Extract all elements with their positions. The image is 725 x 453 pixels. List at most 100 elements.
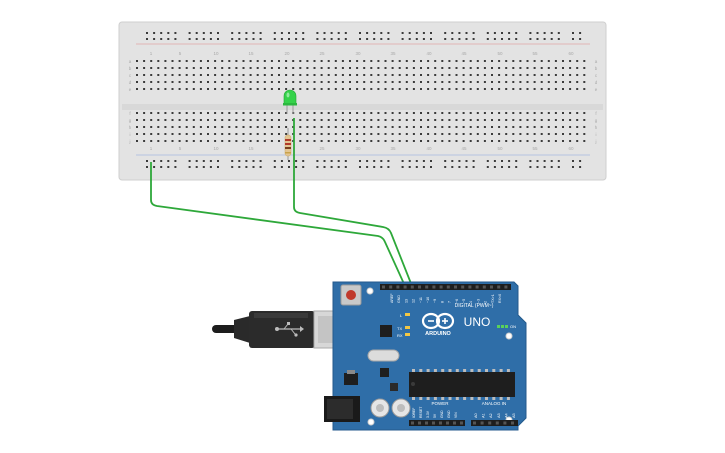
breadboard-hole[interactable] <box>306 133 309 135</box>
breadboard-hole[interactable] <box>427 74 430 76</box>
breadboard-hole[interactable] <box>256 60 259 62</box>
header-pin[interactable] <box>454 285 457 289</box>
breadboard-hole[interactable] <box>583 88 586 90</box>
breadboard-hole[interactable] <box>498 119 501 121</box>
breadboard-hole[interactable] <box>363 88 366 90</box>
breadboard-hole[interactable] <box>136 133 138 135</box>
rail-hole[interactable] <box>174 32 177 34</box>
breadboard-hole[interactable] <box>370 126 373 128</box>
breadboard-hole[interactable] <box>313 88 316 90</box>
breadboard-hole[interactable] <box>150 133 153 135</box>
breadboard-hole[interactable] <box>320 88 323 90</box>
breadboard-hole[interactable] <box>420 81 422 83</box>
breadboard-hole[interactable] <box>270 88 273 90</box>
rail-hole[interactable] <box>323 160 326 162</box>
rail-hole[interactable] <box>288 32 290 34</box>
breadboard-hole[interactable] <box>143 140 146 142</box>
breadboard-hole[interactable] <box>420 67 422 69</box>
breadboard-hole[interactable] <box>157 88 160 90</box>
rail-hole[interactable] <box>430 38 432 40</box>
breadboard-hole[interactable] <box>547 74 550 76</box>
breadboard-hole[interactable] <box>292 74 295 76</box>
breadboard-hole[interactable] <box>214 133 217 135</box>
breadboard-hole[interactable] <box>462 133 465 135</box>
breadboard-hole[interactable] <box>540 67 543 69</box>
breadboard-hole[interactable] <box>547 133 550 135</box>
breadboard-hole[interactable] <box>299 126 302 128</box>
rail-hole[interactable] <box>380 38 383 40</box>
breadboard-hole[interactable] <box>462 81 465 83</box>
breadboard-hole[interactable] <box>143 112 146 114</box>
breadboard-hole[interactable] <box>576 126 579 128</box>
breadboard-hole[interactable] <box>327 60 330 62</box>
rail-hole[interactable] <box>373 160 376 162</box>
rail-hole[interactable] <box>508 166 511 168</box>
breadboard-hole[interactable] <box>519 60 522 62</box>
breadboard-hole[interactable] <box>136 60 138 62</box>
breadboard-hole[interactable] <box>526 67 529 69</box>
breadboard-hole[interactable] <box>235 133 238 135</box>
breadboard-hole[interactable] <box>313 126 316 128</box>
breadboard-hole[interactable] <box>483 81 486 83</box>
breadboard-hole[interactable] <box>363 60 366 62</box>
breadboard-hole[interactable] <box>562 74 564 76</box>
breadboard-hole[interactable] <box>498 112 501 114</box>
breadboard-hole[interactable] <box>384 88 387 90</box>
breadboard-hole[interactable] <box>256 74 259 76</box>
breadboard-hole[interactable] <box>455 112 458 114</box>
breadboard-hole[interactable] <box>221 88 224 90</box>
breadboard-hole[interactable] <box>363 81 366 83</box>
breadboard-hole[interactable] <box>476 119 479 121</box>
breadboard-hole[interactable] <box>313 67 316 69</box>
breadboard-hole[interactable] <box>199 112 202 114</box>
breadboard-hole[interactable] <box>420 88 422 90</box>
breadboard-hole[interactable] <box>427 140 430 142</box>
breadboard-hole[interactable] <box>569 60 572 62</box>
breadboard-hole[interactable] <box>405 112 408 114</box>
breadboard-hole[interactable] <box>405 119 408 121</box>
breadboard-hole[interactable] <box>356 133 359 135</box>
breadboard-hole[interactable] <box>228 119 231 121</box>
rail-hole[interactable] <box>493 38 496 40</box>
breadboard-hole[interactable] <box>214 88 217 90</box>
breadboard-hole[interactable] <box>384 140 387 142</box>
breadboard-hole[interactable] <box>562 60 564 62</box>
rail-hole[interactable] <box>153 160 156 162</box>
rail-hole[interactable] <box>557 166 560 168</box>
breadboard-hole[interactable] <box>469 119 472 121</box>
breadboard-hole[interactable] <box>171 133 174 135</box>
breadboard-hole[interactable] <box>462 67 465 69</box>
breadboard-hole[interactable] <box>171 81 174 83</box>
breadboard-hole[interactable] <box>285 119 288 121</box>
rail-hole[interactable] <box>401 32 404 34</box>
breadboard-hole[interactable] <box>562 133 564 135</box>
breadboard-hole[interactable] <box>569 112 572 114</box>
breadboard-hole[interactable] <box>214 67 217 69</box>
breadboard-hole[interactable] <box>136 81 138 83</box>
rail-hole[interactable] <box>188 160 191 162</box>
breadboard-hole[interactable] <box>278 140 280 142</box>
breadboard-hole[interactable] <box>462 88 465 90</box>
breadboard-hole[interactable] <box>249 67 252 69</box>
breadboard-hole[interactable] <box>434 133 437 135</box>
breadboard-hole[interactable] <box>391 112 394 114</box>
breadboard-hole[interactable] <box>462 74 465 76</box>
breadboard-hole[interactable] <box>356 67 359 69</box>
breadboard-hole[interactable] <box>583 60 586 62</box>
rail-hole[interactable] <box>408 32 411 34</box>
rail-hole[interactable] <box>486 32 489 34</box>
breadboard-hole[interactable] <box>320 60 323 62</box>
breadboard-hole[interactable] <box>327 119 330 121</box>
rail-hole[interactable] <box>387 32 390 34</box>
breadboard-hole[interactable] <box>398 88 401 90</box>
rail-hole[interactable] <box>337 38 340 40</box>
breadboard-hole[interactable] <box>562 112 564 114</box>
breadboard-hole[interactable] <box>512 74 515 76</box>
breadboard-hole[interactable] <box>434 74 437 76</box>
header-pin[interactable] <box>473 421 476 425</box>
header-pin[interactable] <box>460 421 463 425</box>
rail-hole[interactable] <box>323 166 326 168</box>
breadboard-hole[interactable] <box>285 74 288 76</box>
breadboard-hole[interactable] <box>306 60 309 62</box>
